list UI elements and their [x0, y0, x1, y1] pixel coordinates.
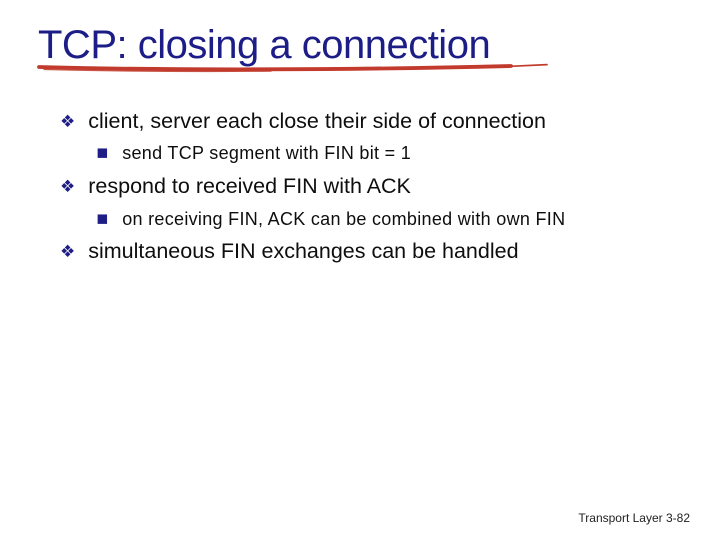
- bullet-text: respond to received FIN with ACK: [88, 174, 411, 198]
- bullet-text: send TCP segment with FIN bit = 1: [122, 143, 412, 163]
- diamond-bullet-icon: ❖: [60, 177, 76, 197]
- slide-footer: Transport Layer 3-82: [578, 511, 690, 525]
- bullet-text: on receiving FIN, ACK can be combined wi…: [122, 209, 566, 229]
- diamond-bullet-icon: ❖: [60, 112, 76, 132]
- diamond-bullet-icon: ❖: [60, 242, 76, 262]
- bullet-item: ▪ send TCP segment with FIN bit = 1: [96, 141, 412, 165]
- bullet-text: simultaneous FIN exchanges can be handle…: [88, 239, 519, 263]
- title-underline: [37, 63, 548, 73]
- bullet-item: ▪ on receiving FIN, ACK can be combined …: [96, 207, 566, 231]
- square-bullet-icon: ▪: [96, 141, 110, 163]
- square-bullet-icon: ▪: [96, 207, 110, 229]
- bullet-item: ❖ respond to received FIN with ACK: [60, 174, 411, 200]
- page-title: TCP: closing a connection: [38, 23, 491, 67]
- bullet-item: ❖ simultaneous FIN exchanges can be hand…: [60, 239, 519, 265]
- bullet-text: client, server each close their side of …: [88, 109, 546, 133]
- bullet-item: ❖ client, server each close their side o…: [60, 109, 546, 135]
